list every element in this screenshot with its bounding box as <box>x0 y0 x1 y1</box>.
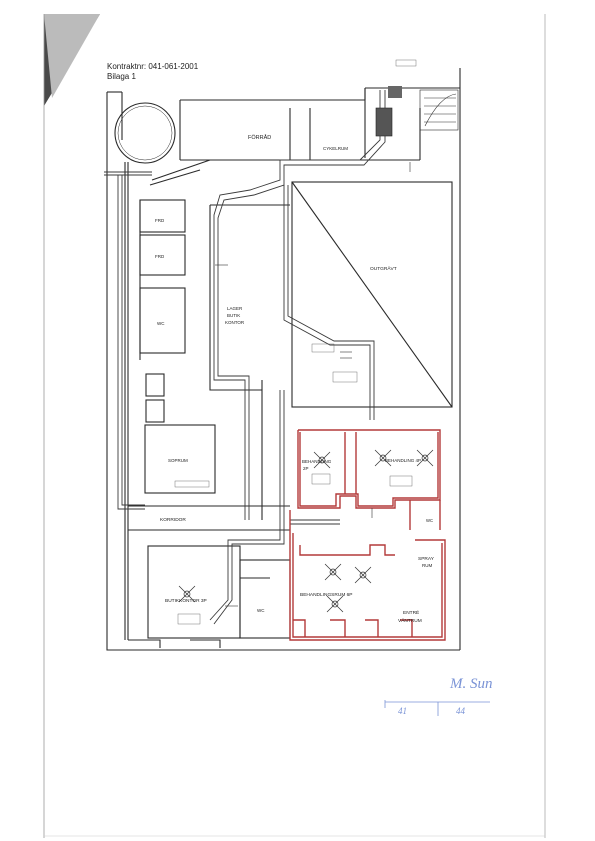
room-cykelrum: CYKELRUM <box>323 146 348 151</box>
room-lager-2: BUTIK <box>227 313 240 318</box>
handwritten-signature: M. Sun <box>449 676 493 692</box>
room-entre-2: VÄNTRUM <box>398 617 422 624</box>
equipment-tags <box>174 59 417 625</box>
duct-system <box>104 90 386 625</box>
room-spray-1: SPRAY <box>418 556 435 562</box>
room-wc-bottom: WC <box>257 608 265 613</box>
room-entre-1: ENTRÉ <box>403 609 419 616</box>
diffuser-symbols <box>178 449 434 613</box>
air-handling-unit <box>375 107 393 137</box>
room-utgravt: OUTGRÄVT <box>370 265 397 272</box>
room-spray-2: RUM <box>422 563 432 568</box>
room-frd-2: FRD <box>155 254 165 259</box>
air-handling-unit-top <box>388 86 402 98</box>
building-outline <box>106 68 461 651</box>
room-wc-right: WC <box>426 518 433 523</box>
round-tank-inner <box>117 105 173 161</box>
handwritten-box-left: 41 <box>398 706 407 716</box>
room-frd-1: FRD <box>155 218 165 223</box>
room-forrad: FÖRRÅD <box>248 134 271 141</box>
appendix-label: Bilaga 1 <box>107 72 136 81</box>
room-lager-1: LAGER <box>227 306 243 311</box>
room-behandling-2p-1: BEHANDLING <box>302 459 332 464</box>
room-butikkontor-3p: BUTIKKONTOR 3P <box>165 598 207 604</box>
page-fold <box>44 14 100 98</box>
room-lager-3: KONTOR <box>225 320 245 325</box>
contract-number: Kontraktnr: 041-061-2001 <box>107 62 199 71</box>
room-wc-left: WC <box>157 321 165 326</box>
staircase <box>419 89 459 131</box>
renovation-zone <box>289 429 446 641</box>
flow-arrows <box>215 162 411 607</box>
signature-box <box>384 700 490 716</box>
round-tank <box>114 102 176 164</box>
room-korridor: KORRIDOR <box>160 517 186 523</box>
room-soprum: SOPRUM <box>168 458 188 463</box>
handwritten-box-right: 44 <box>456 706 466 716</box>
room-behandling-2p-2: 2P <box>303 466 309 471</box>
room-behandling-4p: BEHANDLING 4P <box>385 458 421 463</box>
room-behandlingsrum-6p: BEHANDLINGSRUM 6P <box>300 592 353 598</box>
